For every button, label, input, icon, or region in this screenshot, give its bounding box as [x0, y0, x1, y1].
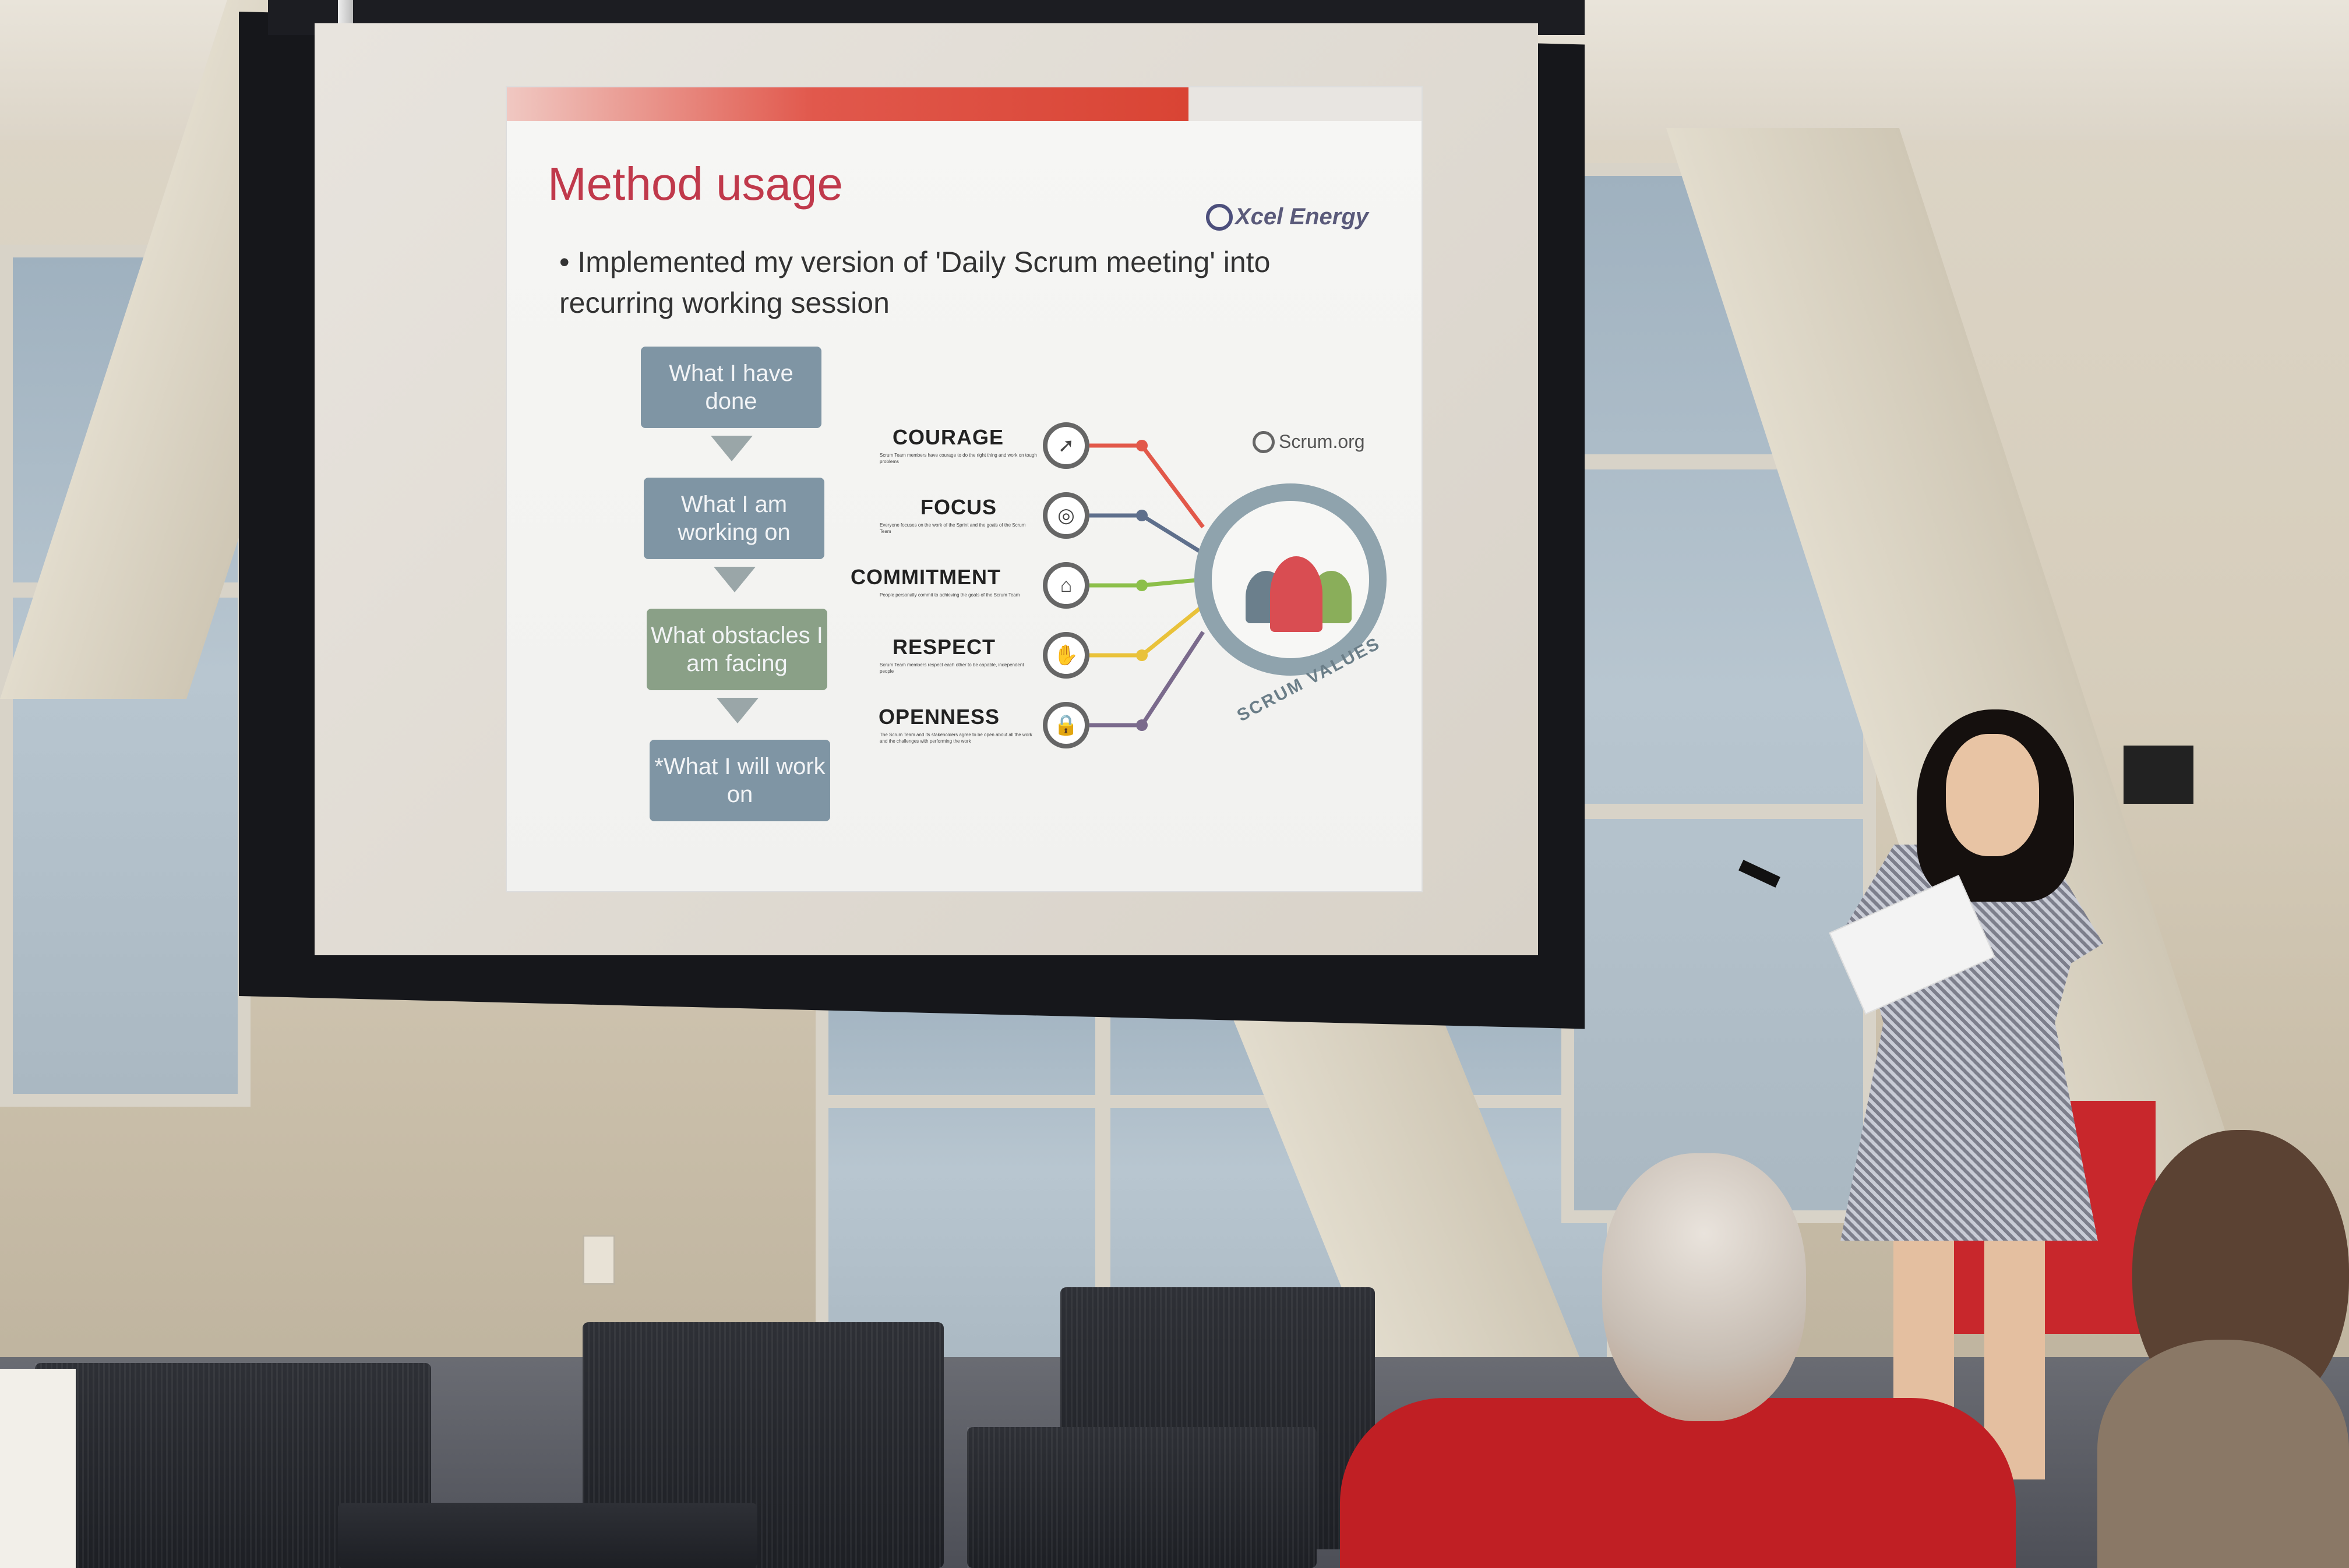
value-connector-dot	[1136, 440, 1148, 451]
audience-member-head	[2097, 1340, 2349, 1568]
flow-step-done: What I have done	[641, 347, 821, 428]
value-connector-dot	[1136, 649, 1148, 661]
flow-step-obstacles: What obstacles I am facing	[647, 609, 827, 690]
down-arrow-icon	[711, 436, 753, 461]
audience-chair	[967, 1427, 1317, 1568]
wall-control-panel	[2124, 746, 2193, 804]
audience-member-left	[0, 1369, 76, 1568]
brand-logo: Xcel Energy	[1235, 204, 1369, 229]
value-connector-dot	[1136, 510, 1148, 521]
team-person-icon	[1270, 556, 1322, 632]
audience-chair	[338, 1503, 757, 1568]
value-connector-line	[1089, 513, 1204, 555]
scrum-values-connectors	[1089, 440, 1205, 731]
flow-step-will-work: *What I will work on	[650, 740, 830, 821]
target-icon: ◎	[1043, 492, 1089, 539]
slide-header-band	[507, 87, 1188, 121]
scrum-value-courage: COURAGE	[893, 425, 1004, 449]
window-mullion	[816, 1095, 1620, 1108]
value-connector-dot	[1136, 580, 1148, 591]
audience-member-red-shirt	[1340, 1398, 2016, 1568]
scrum-value-description: Everyone focuses on the work of the Spri…	[880, 522, 1026, 534]
presenter-face	[1946, 734, 2039, 856]
audience-member-head	[1602, 1153, 1806, 1421]
rocket-icon: ➚	[1043, 422, 1089, 469]
window-mullion	[1561, 804, 1876, 819]
value-connector-line	[1089, 604, 1205, 658]
slide-title: Method usage	[548, 158, 844, 210]
wall-outlet	[583, 1235, 615, 1285]
scrum-value-openness: OPENNESS	[879, 705, 1000, 729]
scrum-org-logo: Scrum.org	[1279, 431, 1365, 452]
scrum-value-respect: RESPECT	[893, 635, 996, 659]
value-connector-line	[1089, 631, 1205, 728]
handshake-icon: ✋	[1043, 632, 1089, 679]
scrum-org-logo-icon	[1253, 431, 1275, 453]
presentation-slide: Method usage Xcel Energy • Implemented m…	[507, 87, 1422, 891]
down-arrow-icon	[717, 698, 759, 723]
scrum-value-description: Scrum Team members respect each other to…	[880, 662, 1024, 674]
down-arrow-icon	[714, 567, 756, 592]
slide-header-band-gray	[1188, 87, 1422, 121]
scrum-value-description: People personally commit to achieving th…	[880, 592, 1020, 598]
scrum-value-commitment: COMMITMENT	[851, 565, 1001, 589]
xcel-logo-icon	[1206, 204, 1233, 231]
lock-icon: 🔒	[1043, 702, 1089, 748]
scrum-value-description: The Scrum Team and its stakeholders agre…	[880, 732, 1032, 744]
flow-step-working: What I am working on	[644, 478, 824, 559]
slide-bullet: • Implemented my version of 'Daily Scrum…	[559, 246, 1271, 319]
scrum-value-description: Scrum Team members have courage to do th…	[880, 453, 1037, 464]
value-connector-dot	[1136, 719, 1148, 731]
scrum-value-focus: FOCUS	[920, 495, 997, 519]
pillars-icon: ⌂	[1043, 562, 1089, 609]
